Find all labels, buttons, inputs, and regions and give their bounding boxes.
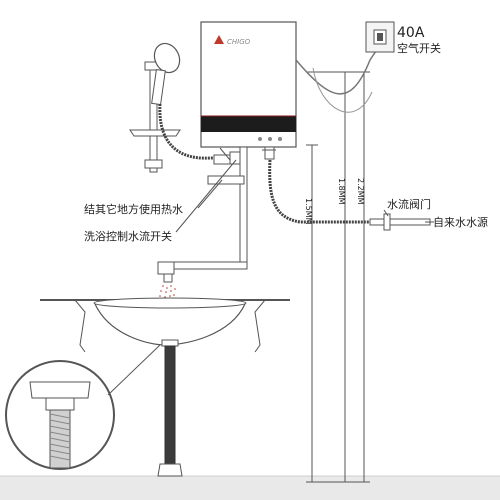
label-shower-control: 洗浴控制水流开关 bbox=[84, 229, 172, 243]
soap-shelf bbox=[129, 129, 181, 137]
label-other-hot-water: 结其它地方使用热水 bbox=[84, 202, 183, 216]
label-leaders bbox=[175, 159, 434, 233]
inlet-valve bbox=[262, 146, 276, 160]
basin-faucet bbox=[157, 261, 175, 283]
shower-head bbox=[151, 42, 181, 106]
dimension-label-1: 1.5MM bbox=[304, 198, 313, 225]
breaker-label: 空气开关 bbox=[397, 41, 441, 55]
heater-brand: CHIGO bbox=[227, 38, 251, 46]
drain-detail-magnifier bbox=[5, 344, 161, 470]
air-breaker-switch bbox=[365, 21, 395, 53]
wash-basin bbox=[40, 297, 290, 353]
breaker-rating: 40A bbox=[397, 25, 425, 41]
dimension-label-2: 1.8MM bbox=[337, 178, 346, 205]
shower-hose bbox=[158, 103, 215, 160]
water-spray bbox=[159, 285, 176, 298]
inlet-hose bbox=[268, 159, 380, 224]
shower-control-valve bbox=[219, 147, 241, 165]
water-heater: CHIGO bbox=[200, 21, 297, 148]
heater-logo-icon bbox=[214, 35, 224, 44]
shower-rail bbox=[144, 61, 163, 173]
label-flow-valve: 水流阀门 bbox=[387, 197, 431, 211]
tap-water-pipe bbox=[369, 213, 431, 231]
drain-pipe bbox=[157, 339, 183, 477]
floor bbox=[0, 476, 500, 500]
height-guides bbox=[306, 71, 370, 483]
dimension-label-3: 2.2MM bbox=[356, 178, 365, 205]
heater-display-band bbox=[201, 116, 296, 132]
power-cable bbox=[295, 47, 379, 95]
label-tap-water-source: 自来水水源 bbox=[433, 215, 488, 229]
